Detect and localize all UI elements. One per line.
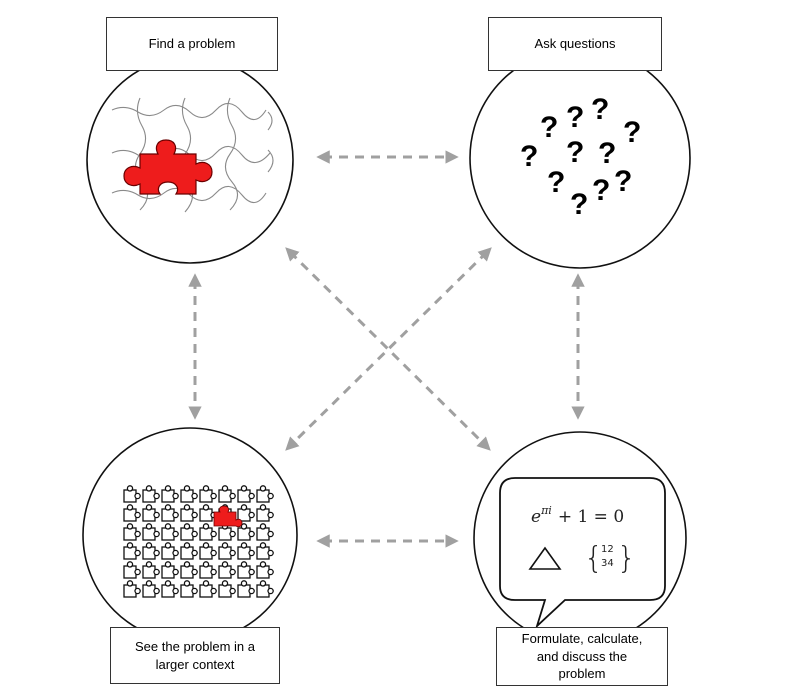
- highlighted-piece: [213, 505, 243, 528]
- see-context-label: See the problem in a larger context: [110, 627, 280, 684]
- formulate-node: eπi+ 1 = 0 { 12 34 }: [473, 431, 687, 645]
- speech-bubble-icon: [499, 477, 666, 629]
- question-mark: ?: [591, 93, 609, 126]
- question-mark: ?: [614, 165, 632, 198]
- left-brace: {: [584, 541, 603, 576]
- question-mark: ?: [540, 111, 558, 144]
- question-mark: ?: [547, 166, 565, 199]
- question-mark: ?: [566, 136, 584, 169]
- matrix-row-1: 12: [601, 544, 614, 555]
- euler-equation: eπi+ 1 = 0: [531, 504, 624, 527]
- ask-questions-label: Ask questions: [488, 17, 662, 71]
- question-mark: ?: [592, 174, 610, 207]
- question-mark: ?: [623, 116, 641, 149]
- ask-questions-node: ? ? ? ? ? ? ? ? ? ? ?: [469, 47, 691, 269]
- find-problem-label: Find a problem: [106, 17, 278, 71]
- arrow-ask-see: [285, 247, 492, 451]
- puzzle-piece-icon: [111, 97, 274, 213]
- arrow-find-formulate: [285, 247, 491, 451]
- see-context-circle: [82, 427, 298, 643]
- find-problem-node: [86, 56, 294, 264]
- matrix-symbol: { 12 34 }: [584, 541, 636, 576]
- question-mark: ?: [566, 101, 584, 134]
- triangle-icon: [528, 546, 562, 570]
- formulate-label: Formulate, calculate, and discuss the pr…: [496, 627, 668, 686]
- arrows-group: [188, 150, 585, 548]
- question-mark: ?: [520, 140, 538, 173]
- see-context-node: [82, 427, 298, 643]
- right-brace: }: [617, 541, 636, 576]
- question-mark: ?: [598, 137, 616, 170]
- matrix-row-2: 34: [601, 558, 614, 569]
- question-mark: ?: [570, 188, 588, 221]
- question-marks-icon: ? ? ? ? ? ? ? ? ? ? ?: [520, 93, 641, 221]
